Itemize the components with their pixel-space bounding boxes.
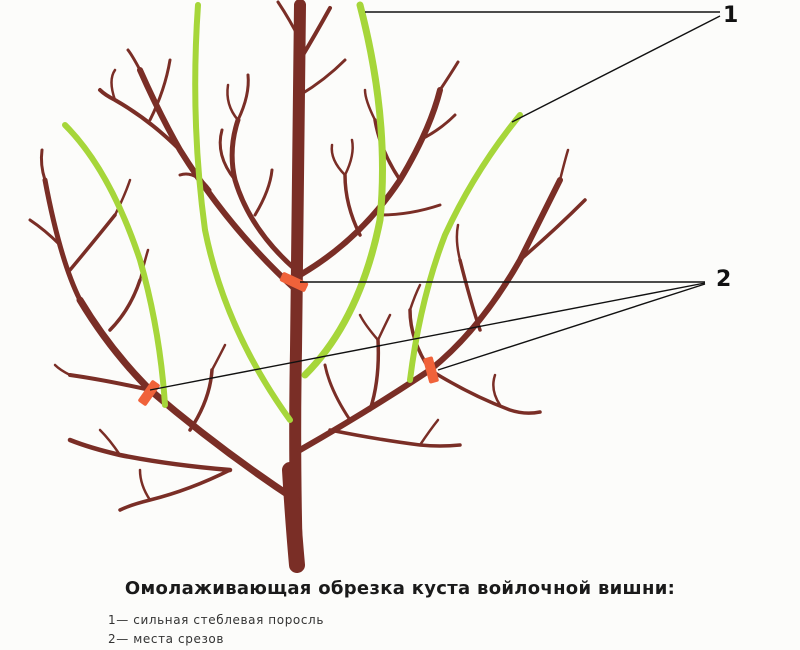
- shoot-left-inner: [192, 2, 293, 423]
- right-lower-branch: [297, 177, 563, 453]
- cherry-bush-illustration: [28, 0, 721, 573]
- shoot-left-outer: [62, 122, 168, 408]
- right-upper-branch: [297, 87, 443, 278]
- leader-2-to-left-cut: [149, 282, 706, 391]
- callout-label-1: 1: [723, 3, 739, 28]
- cut-mark-trunk: [279, 272, 309, 292]
- left-lower-branch: [76, 296, 300, 504]
- callout-label-2: 2: [716, 267, 732, 292]
- cut-mark-left: [138, 380, 160, 406]
- leader-1-to-right-shoot: [511, 15, 721, 123]
- leader-lines: [149, 11, 721, 391]
- cut-marks: [138, 272, 439, 406]
- cut-mark-right: [423, 356, 439, 384]
- shoot-center: [301, 1, 386, 379]
- strong-shoots: [62, 1, 523, 423]
- left-upper-branch: [137, 67, 299, 293]
- caption-title: Омолаживающая обрезка куста войлочной ви…: [124, 578, 676, 599]
- bush-branches: [28, 0, 587, 573]
- legend-item-2: 2— места срезов: [108, 632, 225, 646]
- shoot-right: [407, 112, 523, 383]
- leader-2-to-right-cut: [437, 283, 706, 371]
- legend-item-1: 1— сильная стеблевая поросль: [108, 613, 324, 627]
- trunk-base: [282, 462, 305, 573]
